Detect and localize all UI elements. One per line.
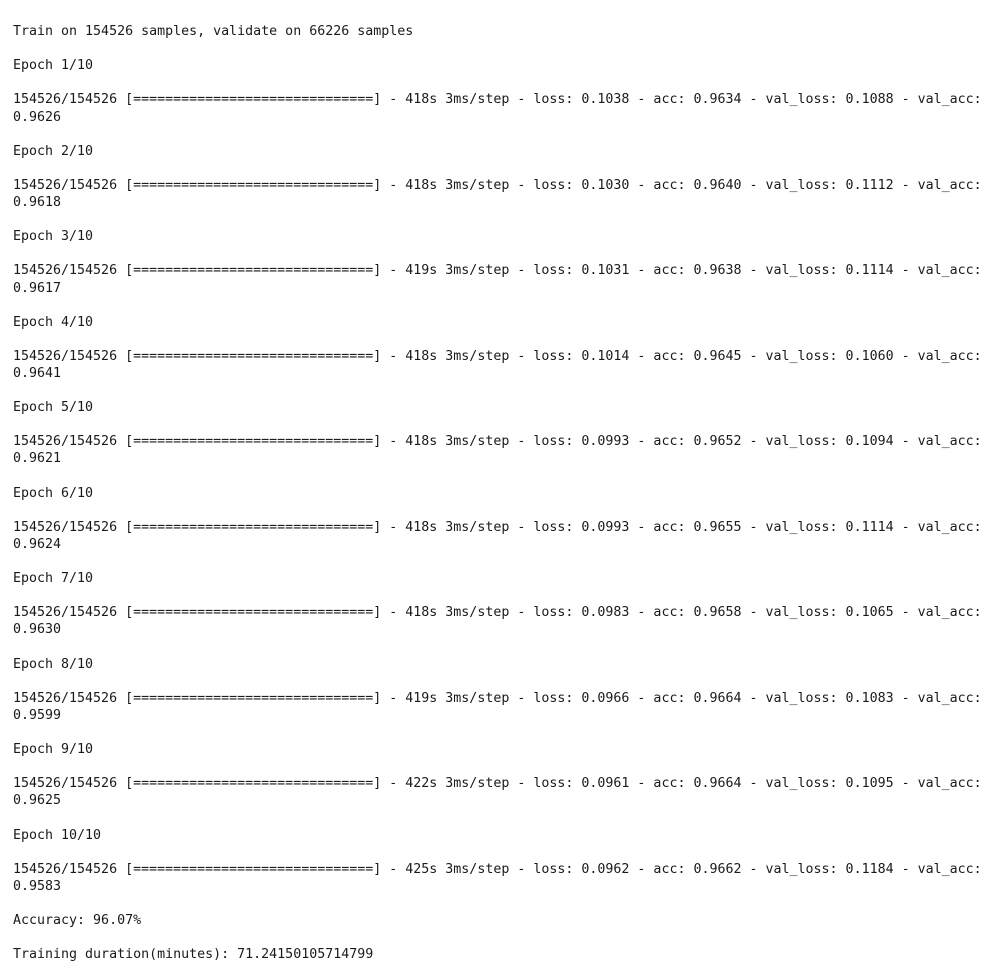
epoch-progress-line-3: 154526/154526 [=========================… (13, 263, 990, 296)
epoch-label-1: Epoch 1/10 (13, 58, 94, 74)
epoch-progress-line-5: 154526/154526 [=========================… (13, 434, 990, 467)
epoch-label-2: Epoch 2/10 (13, 143, 94, 159)
epoch-progress-line-4: 154526/154526 [=========================… (13, 348, 990, 381)
epoch-progress-line-7: 154526/154526 [=========================… (13, 605, 990, 638)
epoch-label-9: Epoch 9/10 (13, 742, 94, 758)
epoch-label-6: Epoch 6/10 (13, 485, 94, 501)
epoch-progress-line-2: 154526/154526 [=========================… (13, 177, 990, 211)
training-header-line: Train on 154526 samples, validate on 662… (13, 24, 414, 40)
epoch-progress-line-10: 154526/154526 [=========================… (13, 861, 990, 894)
training-duration-line: Training duration(minutes): 71.241501057… (13, 947, 374, 963)
epoch-label-10: Epoch 10/10 (13, 827, 102, 843)
epoch-label-4: Epoch 4/10 (13, 314, 94, 330)
epoch-progress-line-6: 154526/154526 [=========================… (13, 519, 990, 552)
final-accuracy-line: Accuracy: 96.07% (13, 912, 142, 928)
epoch-progress-line-9: 154526/154526 [=========================… (13, 776, 990, 809)
epoch-label-5: Epoch 5/10 (13, 400, 94, 416)
epoch-progress-line-1: 154526/154526 [=========================… (13, 92, 990, 125)
epoch-label-3: Epoch 3/10 (13, 229, 94, 245)
epoch-label-7: Epoch 7/10 (13, 571, 94, 587)
epoch-label-8: Epoch 8/10 (13, 656, 94, 672)
epoch-progress-line-8: 154526/154526 [=========================… (13, 690, 990, 723)
